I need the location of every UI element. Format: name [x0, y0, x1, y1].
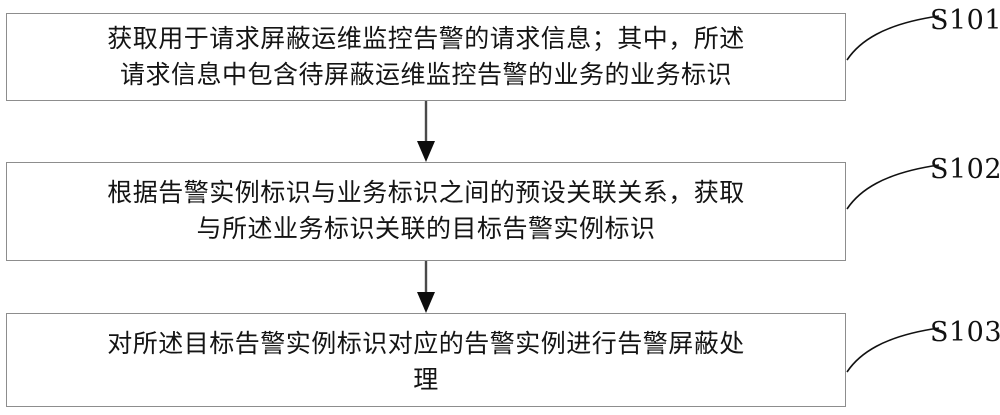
flowchart-step-text-s102: 根据告警实例标识与业务标识之间的预设关联关系，获取 与所述业务标识关联的目标告警…	[107, 178, 745, 243]
flowchart-step-text-s103: 对所述目标告警实例标识对应的告警实例进行告警屏蔽处 理	[107, 329, 745, 394]
leader-line-s101	[846, 15, 940, 61]
flowchart-arrow-s102-to-s103	[417, 261, 435, 313]
leader-line-s102	[846, 164, 940, 210]
step-label-s101: S101	[930, 5, 1000, 36]
flowchart-step-text-s101: 获取用于请求屏蔽运维监控告警的请求信息；其中，所述 请求信息中包含待屏蔽运维监控…	[107, 24, 745, 89]
step-label-s102: S102	[930, 154, 1000, 185]
leader-line-s103	[846, 327, 940, 373]
step-label-s103: S103	[930, 317, 1000, 348]
flowchart-arrow-s101-to-s102	[417, 101, 435, 162]
flowchart-step-box-s102: 根据告警实例标识与业务标识之间的预设关联关系，获取 与所述业务标识关联的目标告警…	[6, 162, 846, 261]
flowchart-step-box-s103: 对所述目标告警实例标识对应的告警实例进行告警屏蔽处 理	[6, 313, 846, 407]
flowchart-step-box-s101: 获取用于请求屏蔽运维监控告警的请求信息；其中，所述 请求信息中包含待屏蔽运维监控…	[6, 13, 846, 101]
